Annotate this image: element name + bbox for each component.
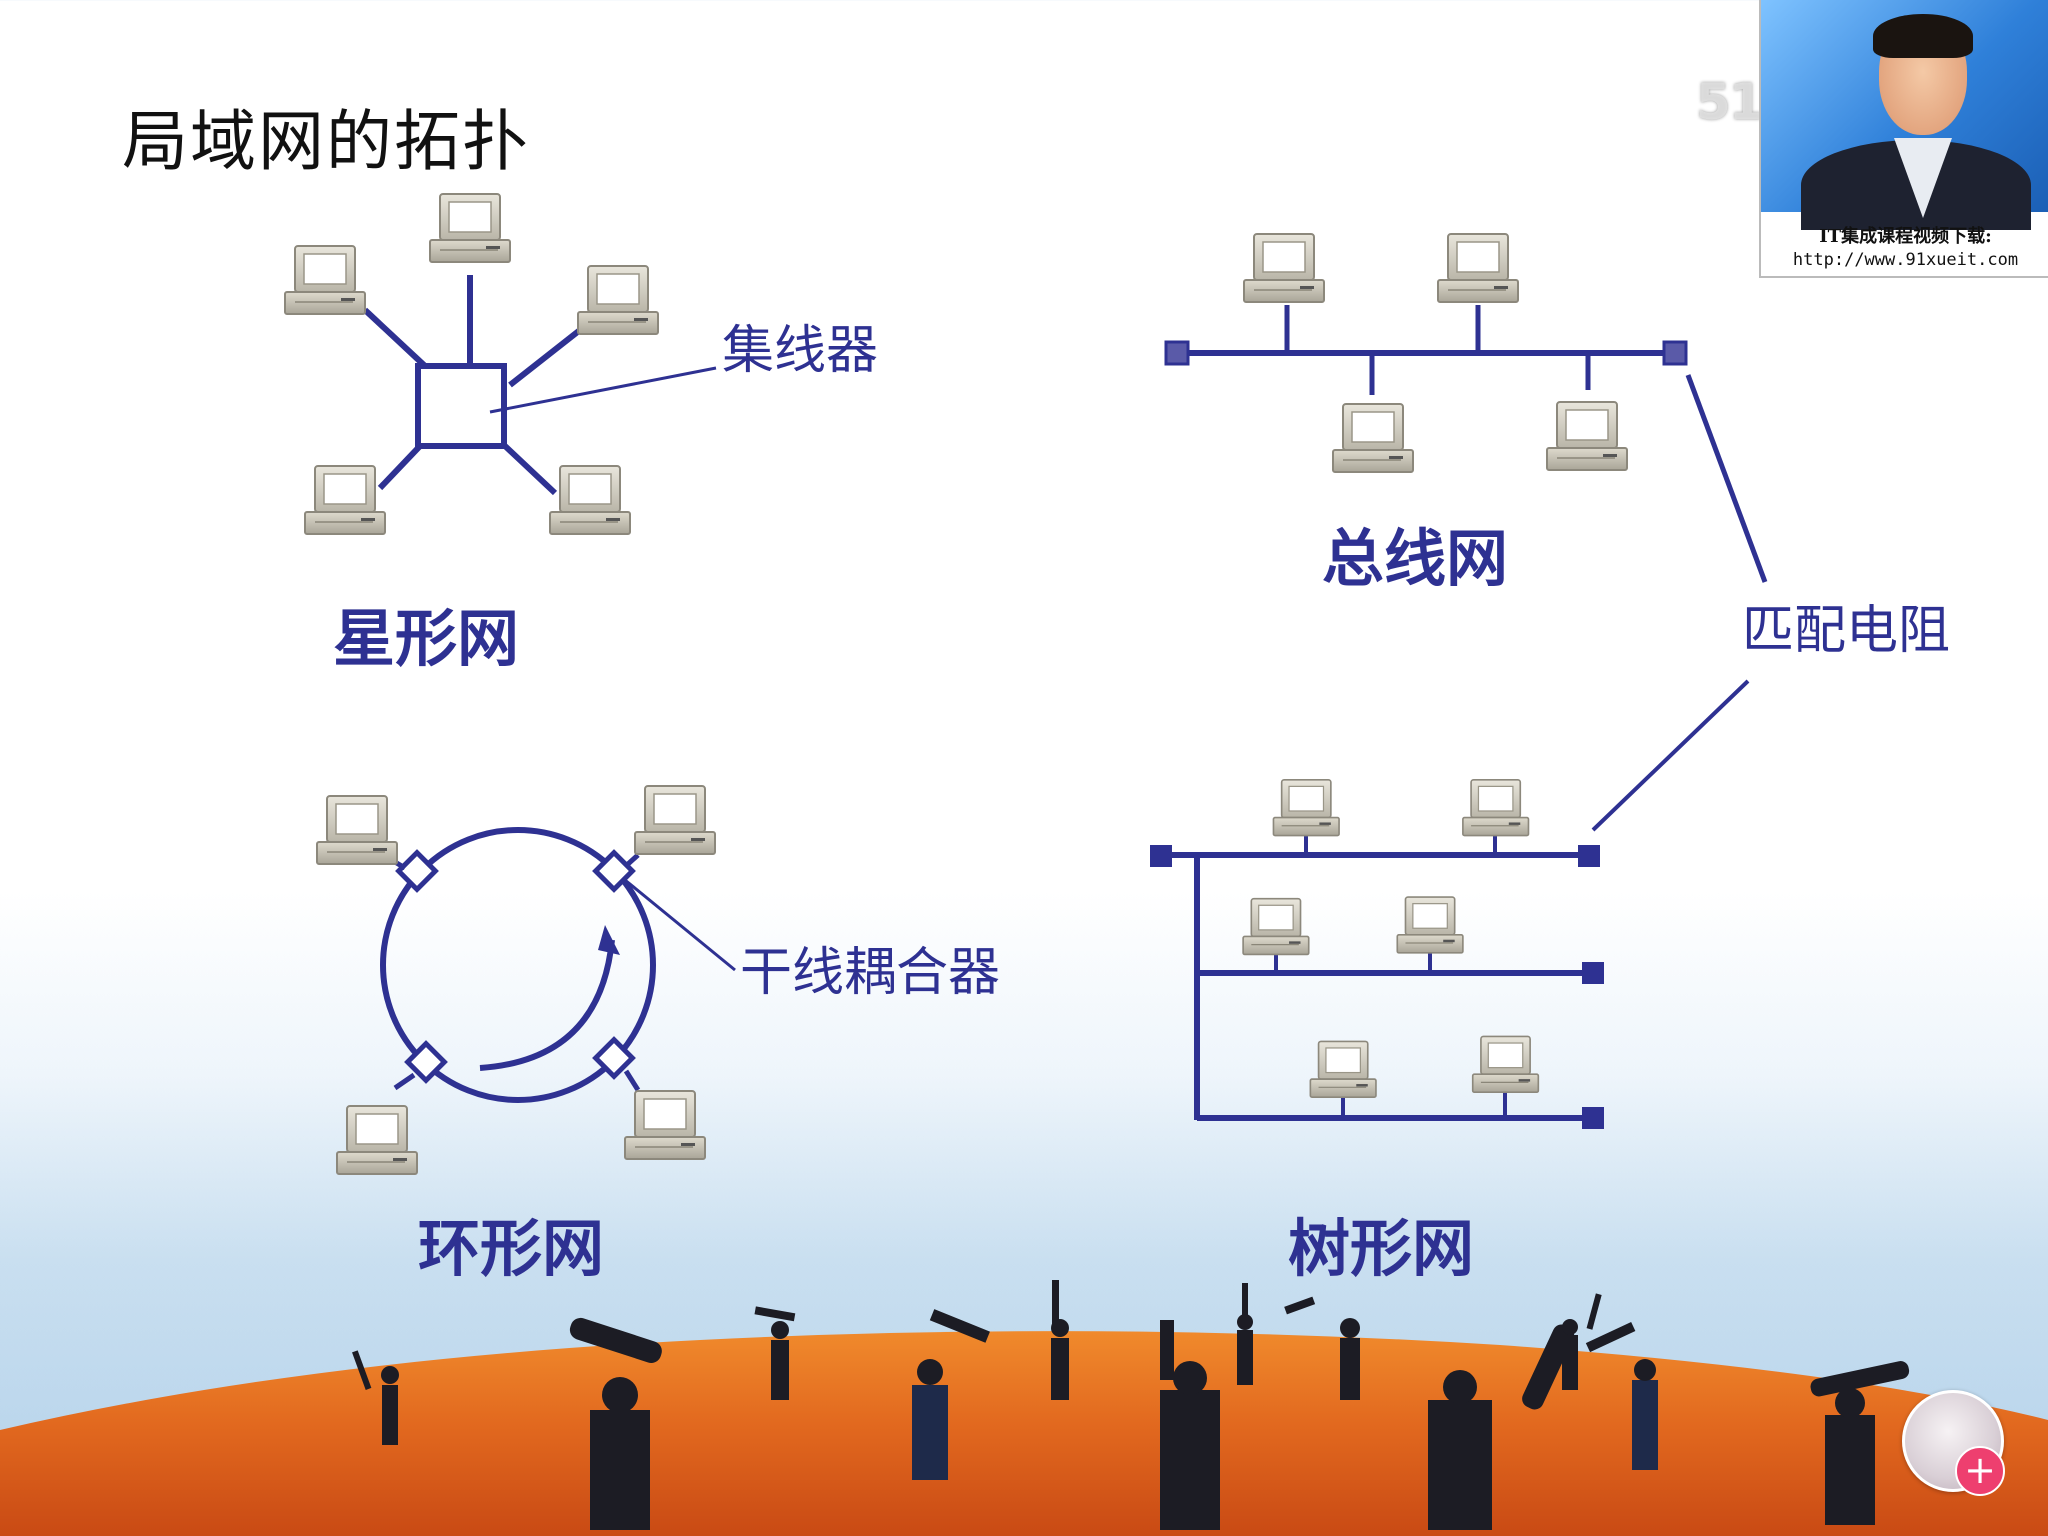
tree-computer-1 — [1272, 779, 1340, 837]
tree-computer-4 — [1396, 896, 1464, 954]
ring-computer-1 — [316, 795, 398, 865]
star-computer-1 — [429, 193, 511, 263]
bus-terminator-right — [1662, 340, 1688, 366]
ring-computer-4 — [624, 1090, 706, 1160]
slide-title: 局域网的拓扑 — [122, 103, 530, 180]
ring-computer-3 — [336, 1105, 418, 1175]
bus-computer-4 — [1546, 401, 1628, 471]
tree-terminator-2 — [1578, 845, 1600, 867]
tree-terminator-3 — [1582, 962, 1604, 984]
star-computer-5 — [549, 465, 631, 535]
star-computer-3 — [577, 265, 659, 335]
coupler-callout: 干线耦合器 — [740, 943, 1000, 1003]
bus-terminator-left — [1164, 340, 1190, 366]
add-plus-icon[interactable]: + — [1955, 1446, 2005, 1496]
tree-computer-2 — [1462, 779, 1530, 837]
ring-topology — [316, 785, 736, 1175]
bus-computer-2 — [1437, 233, 1519, 303]
tree-label: 树形网 — [1288, 1212, 1474, 1285]
tree-terminator-1 — [1150, 845, 1172, 867]
tree-computer-3 — [1242, 897, 1310, 956]
tree-computer-5 — [1309, 1040, 1377, 1098]
webcam-caption-line1: IT集成课程视频下载: — [1819, 226, 1992, 247]
star-label: 星形网 — [333, 602, 519, 675]
star-computer-2 — [284, 245, 366, 315]
ring-computer-2 — [634, 785, 716, 855]
tree-computer-6 — [1471, 1035, 1540, 1094]
bus-topology — [1164, 233, 1768, 583]
star-topology — [284, 193, 717, 535]
ring-label: 环形网 — [418, 1212, 604, 1285]
star-computer-4 — [304, 465, 386, 535]
bus-computer-3 — [1332, 403, 1414, 473]
tree-topology — [1150, 679, 1750, 1129]
bus-computer-1 — [1243, 233, 1325, 303]
webcam-video — [1761, 0, 2048, 230]
webcam-caption-url: http://www.91xueit.com — [1792, 250, 2019, 270]
instructor-webcam: IT集成课程视频下载: http://www.91xueit.com — [1759, 0, 2048, 278]
bus-label: 总线网 — [1322, 522, 1508, 595]
tree-terminator-4 — [1582, 1107, 1604, 1129]
background-scene — [0, 1280, 2048, 1536]
hub-callout: 集线器 — [722, 321, 878, 381]
terminator-callout: 匹配电阻 — [1742, 601, 1950, 661]
